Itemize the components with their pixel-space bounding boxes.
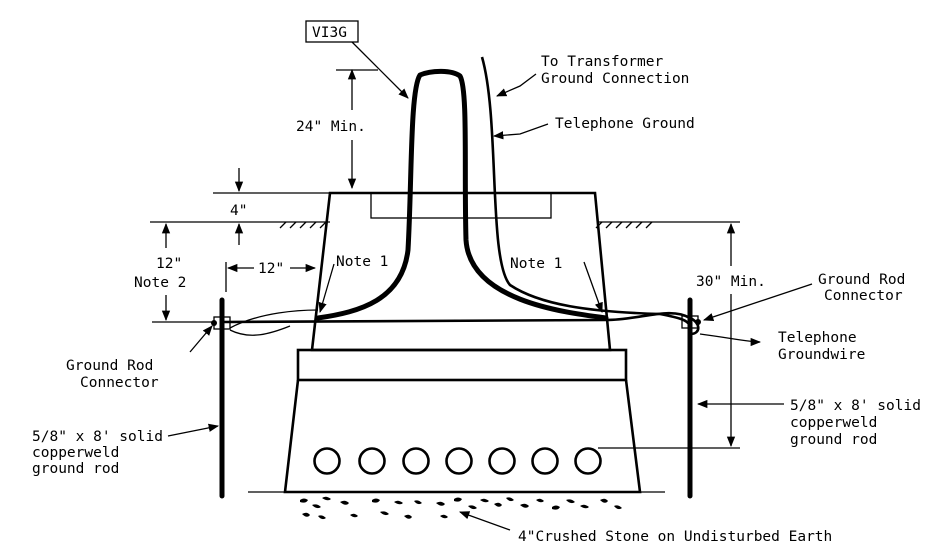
ground-rod-left bbox=[211, 297, 231, 499]
dim-30-label: 30" Min. bbox=[696, 274, 766, 290]
ground-rod-connector-left-2: Connector bbox=[80, 375, 159, 391]
telephone-ground-label: Telephone Ground bbox=[555, 116, 695, 132]
rod-left-label-1: 5/8" x 8' solid bbox=[32, 429, 163, 445]
telephone-ground-cable bbox=[480, 56, 692, 327]
ground-rod-connector-right-1: Ground Rod bbox=[818, 272, 905, 288]
ground-surface bbox=[279, 221, 655, 229]
ground-rod-connector-left-1: Ground Rod bbox=[66, 358, 153, 374]
ground-wire bbox=[221, 311, 700, 336]
tag-box bbox=[305, 20, 359, 43]
rod-left-label-3: ground rod bbox=[32, 461, 119, 477]
tag-label: VI3G bbox=[312, 25, 347, 41]
note1-right-label: Note 1 bbox=[510, 256, 562, 272]
telephone-groundwire-label-1: Telephone bbox=[778, 330, 857, 346]
dimension-12-horizontal bbox=[225, 262, 317, 292]
telephone-groundwire-label-2: Groundwire bbox=[778, 347, 865, 363]
dimension-4 bbox=[213, 168, 330, 245]
crushed-stone bbox=[300, 496, 622, 520]
dim-12-vertical-label: 12" bbox=[156, 256, 182, 272]
ground-rod-right bbox=[681, 297, 701, 499]
telephone-groundwire-lead bbox=[699, 333, 762, 347]
concrete-pad bbox=[248, 191, 665, 494]
primary-cable-loop bbox=[315, 68, 609, 321]
dimension-24-min bbox=[336, 68, 378, 190]
note2-label: Note 2 bbox=[134, 275, 186, 291]
dim-24-label: 24" Min. bbox=[296, 119, 366, 135]
rod-left-label-2: copperweld bbox=[32, 445, 119, 461]
rod-right-label-2: copperweld bbox=[790, 415, 877, 431]
transformer-label-1: To Transformer bbox=[541, 54, 663, 70]
transformer-label-2: Ground Connection bbox=[541, 71, 689, 87]
dim-4-label: 4" bbox=[230, 203, 247, 219]
rod-right-label-1: 5/8" x 8' solid bbox=[790, 398, 921, 414]
dim-12-horizontal-label: 12" bbox=[258, 261, 284, 277]
rod-right-label-3: ground rod bbox=[790, 432, 877, 448]
conduit-holes bbox=[313, 447, 602, 475]
crushed-stone-label: 4"Crushed Stone on Undisturbed Earth bbox=[518, 529, 832, 545]
ground-rod-connector-right-2: Connector bbox=[824, 288, 903, 304]
dimension-12-vertical bbox=[150, 221, 283, 323]
note1-left-label: Note 1 bbox=[336, 254, 388, 270]
dimension-30-min bbox=[598, 221, 740, 449]
